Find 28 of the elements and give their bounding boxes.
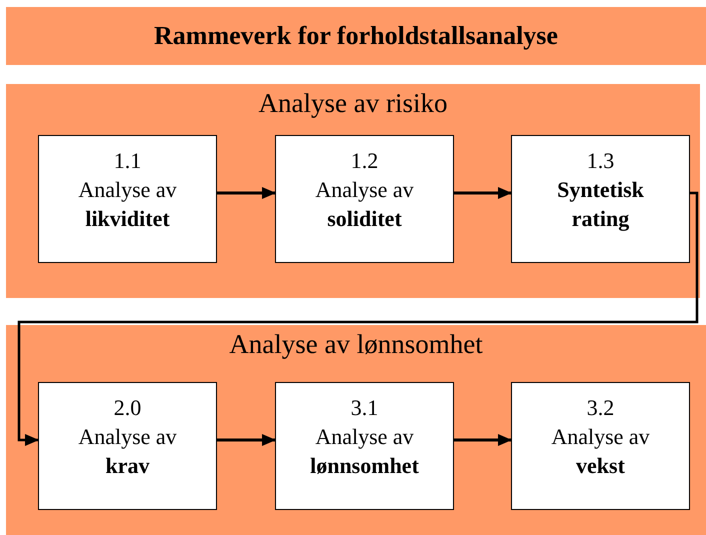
- arrow: [217, 434, 276, 446]
- step-label: Syntetisk rating: [556, 176, 645, 233]
- step-number: 3.1: [350, 394, 378, 422]
- step-label: Analyse av lønnsomhet: [309, 423, 420, 480]
- step-label: Analyse av soliditet: [314, 176, 415, 233]
- step-number: 2.0: [114, 394, 142, 422]
- step-label: Analyse av likviditet: [77, 176, 178, 233]
- step-number: 1.1: [114, 147, 142, 175]
- process-box: [275, 382, 454, 510]
- process-box: [511, 135, 690, 263]
- process-box: [38, 135, 217, 263]
- group-title: Analyse av risiko: [258, 88, 448, 119]
- process-box: [511, 382, 690, 510]
- group-panel: [6, 84, 700, 298]
- arrow: [454, 434, 512, 446]
- step-label: Analyse av vekst: [550, 423, 651, 480]
- step-number: 1.2: [350, 147, 378, 175]
- step-number: 1.3: [586, 147, 614, 175]
- process-box: [275, 135, 454, 263]
- arrow: [454, 187, 512, 199]
- diagram-title: Rammeverk for forholdstallsanalyse: [154, 21, 558, 51]
- step-number: 3.2: [586, 394, 614, 422]
- group-title: Analyse av lønnsomhet: [229, 329, 483, 360]
- arrow: [18, 192, 698, 446]
- group-panel: [6, 325, 706, 535]
- step-label: Analyse av krav: [77, 423, 178, 480]
- process-box: [38, 382, 217, 510]
- arrow: [217, 187, 276, 199]
